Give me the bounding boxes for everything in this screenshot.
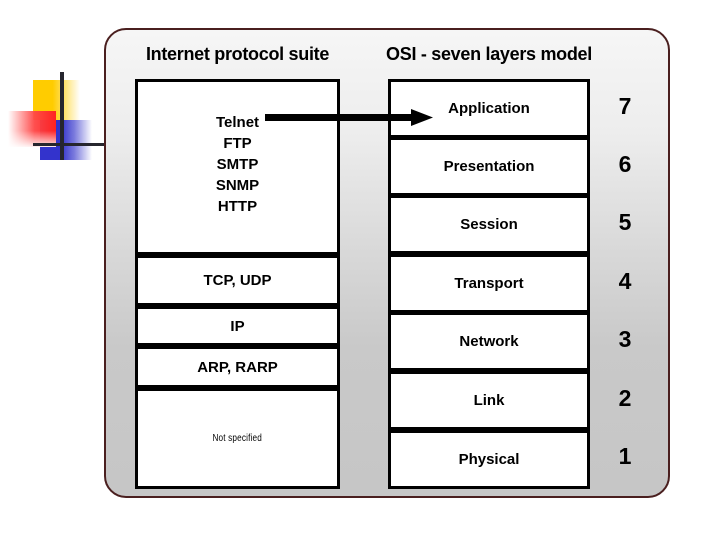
tcpip-box-transport[interactable]: TCP, UDP [135, 255, 340, 306]
protocol-telnet: Telnet [215, 114, 260, 131]
tcpip-box-not-specified[interactable]: Not specified [135, 388, 340, 489]
osi-layer-presentation[interactable]: Presentation [388, 137, 590, 196]
tcpip-column-title: Internet protocol suite [145, 44, 330, 64]
tcpip-box-application-protocols[interactable]: Telnet FTP SMTP SNMP HTTP [135, 79, 340, 255]
tcpip-internet-label: IP [230, 317, 245, 335]
decorative-accent-graphic [0, 60, 120, 175]
osi-layer-network[interactable]: Network [388, 312, 590, 371]
red-square-icon [8, 111, 56, 147]
tcpip-stack-column: Telnet FTP SMTP SNMP HTTP TCP, UDP IP AR… [135, 79, 340, 489]
osi-layer-number: 7 [618, 93, 632, 119]
osi-layer-session[interactable]: Session [388, 195, 590, 254]
osi-layer-label: Link [473, 392, 505, 409]
tcpip-arp-label: ARP, RARP [197, 358, 278, 376]
protocol-list: Telnet FTP SMTP SNMP HTTP [138, 112, 337, 217]
osi-layer-label: Session [460, 216, 518, 233]
tcpip-box-internet[interactable]: IP [135, 306, 340, 346]
osi-layer-number: 6 [618, 151, 632, 177]
osi-layer-link[interactable]: Link [388, 371, 590, 430]
osi-layer-number: 3 [618, 326, 632, 352]
osi-layer-number: 5 [618, 209, 632, 235]
vertical-rule-icon [60, 72, 64, 160]
osi-layer-label: Transport [454, 275, 524, 292]
protocol-ftp: FTP [223, 135, 252, 152]
osi-layer-number: 2 [618, 385, 632, 411]
osi-layer-transport[interactable]: Transport [388, 254, 590, 313]
osi-layer-label: Network [459, 333, 519, 350]
osi-layer-label: Physical [458, 451, 520, 468]
osi-layer-label: Presentation [443, 158, 535, 175]
osi-layer-number-column: 7 6 5 4 3 2 1 [602, 79, 648, 489]
tcpip-not-specified-label: Not specified [212, 433, 263, 444]
osi-layer-number: 1 [618, 443, 632, 469]
protocol-http: HTTP [217, 198, 258, 215]
osi-layer-label: Application [448, 100, 530, 117]
horizontal-rule-icon [33, 143, 111, 146]
osi-stack-column: Application Presentation Session Transpo… [388, 79, 590, 489]
osi-layer-number: 4 [618, 268, 632, 294]
protocol-smtp: SMTP [216, 156, 259, 173]
osi-column-title: OSI - seven layers model [386, 44, 592, 64]
tcpip-transport-label: TCP, UDP [203, 272, 272, 289]
tcpip-box-address-resolution[interactable]: ARP, RARP [135, 346, 340, 388]
osi-layer-application[interactable]: Application [388, 79, 590, 138]
protocol-snmp: SNMP [215, 177, 260, 194]
osi-layer-physical[interactable]: Physical [388, 430, 590, 489]
